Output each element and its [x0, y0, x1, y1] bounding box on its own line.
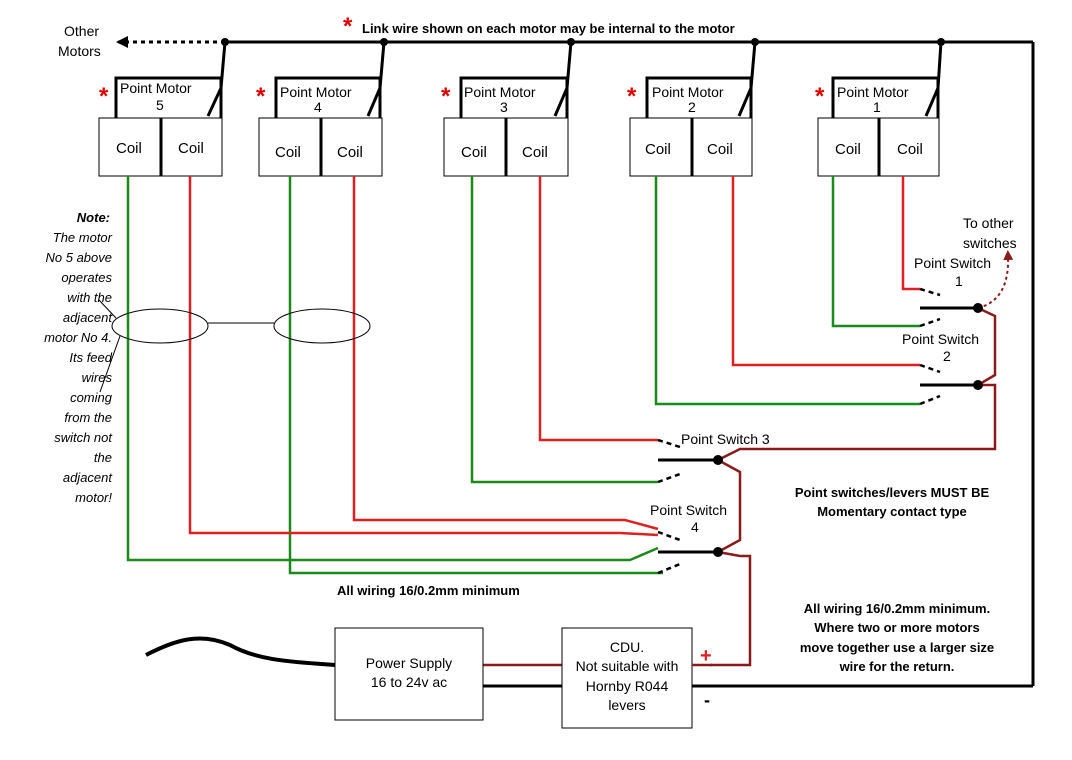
note-line: motor No 4. — [44, 330, 112, 345]
switch-3-label: Point Switch 3 — [681, 431, 770, 447]
motor-4-number: 4 — [314, 99, 322, 115]
svg-text:Power Supply: Power Supply — [366, 655, 452, 671]
svg-text:Hornby R044: Hornby R044 — [586, 678, 669, 694]
note-line: adjacent — [63, 470, 114, 485]
point-motor-3: * Point Motor 3 Coil Coil — [441, 76, 569, 177]
motor-2-coil-right: Coil — [707, 141, 733, 158]
point-motor-4: * Point Motor 4 Coil Coil — [256, 76, 383, 177]
motor-3-number: 3 — [500, 99, 508, 115]
motor-1-star: * — [815, 83, 825, 110]
svg-text:CDU.: CDU. — [610, 639, 644, 655]
point-switch-4 — [657, 530, 723, 575]
note-line: motor! — [75, 490, 112, 505]
to-other-switches-label-1: To other — [963, 215, 1014, 231]
motor-3-star: * — [441, 83, 451, 110]
motor-5-coil-right: Coil — [178, 140, 204, 157]
motor-3-coil-right: Coil — [522, 144, 548, 161]
switch-4-number: 4 — [691, 519, 699, 535]
switch-1-number: 1 — [955, 273, 963, 289]
motor-5-4-grouping — [98, 299, 371, 393]
green-feed-wires — [126, 176, 920, 575]
motor-5-star: * — [99, 83, 109, 110]
svg-text:Point switches/levers MUST BE: Point switches/levers MUST BE — [795, 485, 990, 500]
motor-4-coil-right: Coil — [337, 144, 363, 161]
maroon-feed-wire — [480, 306, 997, 667]
note-line: operates — [61, 270, 112, 285]
motor-5-title: Point Motor — [120, 80, 192, 96]
note-title: Note: — [77, 210, 110, 225]
point-motor-1: * Point Motor 1 Coil Coil — [815, 76, 940, 177]
positive-terminal: + — [700, 645, 712, 667]
svg-text:All wiring 16/0.2mm minimum.: All wiring 16/0.2mm minimum. — [804, 601, 990, 616]
note-line: wires — [82, 370, 113, 385]
red-feed-wires — [188, 176, 920, 537]
motor-5-number: 5 — [156, 97, 164, 113]
note-line: adjacent — [63, 310, 114, 325]
switch-4-label: Point Switch — [650, 502, 727, 518]
mains-lead — [145, 636, 336, 667]
point-switch-2 — [919, 363, 983, 406]
svg-text:16 to 24v ac: 16 to 24v ac — [371, 674, 447, 690]
motor-3-coil-left: Coil — [461, 144, 487, 161]
point-switch-1 — [919, 287, 983, 328]
motor-2-star: * — [627, 83, 637, 110]
point-switch-3 — [657, 438, 723, 484]
motor-3-title: Point Motor — [464, 84, 536, 100]
svg-text:Not suitable with: Not suitable with — [576, 658, 679, 674]
to-other-switches-arrow — [977, 250, 1014, 309]
note-line: switch not — [54, 430, 113, 445]
motor-1-coil-left: Coil — [835, 141, 861, 158]
motor-1-number: 1 — [873, 99, 881, 115]
motor-2-title: Point Motor — [652, 84, 724, 100]
bus-junction-dots — [221, 38, 945, 46]
motor-2-coil-left: Coil — [645, 141, 671, 158]
momentary-note: Point switches/levers MUST BE Momentary … — [795, 485, 990, 519]
negative-terminal: - — [704, 690, 710, 710]
motor-4-coil-left: Coil — [275, 144, 301, 161]
note-line: Its feed — [69, 350, 112, 365]
other-motors-label-1: Other — [64, 23, 99, 39]
other-motors-label-2: Motors — [58, 43, 101, 59]
switch-1-label: Point Switch — [914, 255, 991, 271]
note-line: coming — [70, 390, 113, 405]
svg-text:levers: levers — [608, 697, 645, 713]
motor-5-coil-left: Coil — [116, 140, 142, 157]
note-line: the — [94, 450, 112, 465]
svg-text:move together use a larger siz: move together use a larger size — [800, 640, 994, 655]
switch-2-label: Point Switch — [902, 331, 979, 347]
point-motor-5: * Point Motor 5 Coil Coil — [98, 76, 223, 177]
to-other-switches-label-2: switches — [963, 235, 1017, 251]
point-motor-2: * Point Motor 2 Coil Coil — [627, 76, 753, 177]
note-line: The motor — [53, 230, 113, 245]
power-supply: Power Supply 16 to 24v ac — [334, 627, 484, 721]
motor-4-star: * — [256, 83, 266, 110]
motor-1-title: Point Motor — [837, 84, 909, 100]
note-line: from the — [64, 410, 112, 425]
link-note: Link wire shown on each motor may be int… — [362, 21, 735, 36]
svg-text:wire for the return.: wire for the return. — [839, 659, 955, 674]
cdu: CDU. Not suitable with Hornby R044 lever… — [561, 627, 693, 729]
motor-4-title: Point Motor — [280, 84, 352, 100]
svg-text:Momentary contact type: Momentary contact type — [817, 504, 967, 519]
note-line: with the — [67, 290, 112, 305]
note-line: No 5 above — [46, 250, 113, 265]
link-note-star: * — [343, 13, 353, 40]
motor-1-coil-right: Coil — [897, 141, 923, 158]
return-bus — [219, 40, 1035, 688]
note-block: Note: The motor No 5 above operates with… — [44, 210, 113, 505]
svg-text:Where two or more motors: Where two or more motors — [814, 620, 979, 635]
motor-2-number: 2 — [688, 99, 696, 115]
switch-2-number: 2 — [943, 348, 951, 364]
wiring-note-long: All wiring 16/0.2mm minimum. Where two o… — [800, 601, 994, 674]
wiring-note-short: All wiring 16/0.2mm minimum — [337, 583, 520, 598]
